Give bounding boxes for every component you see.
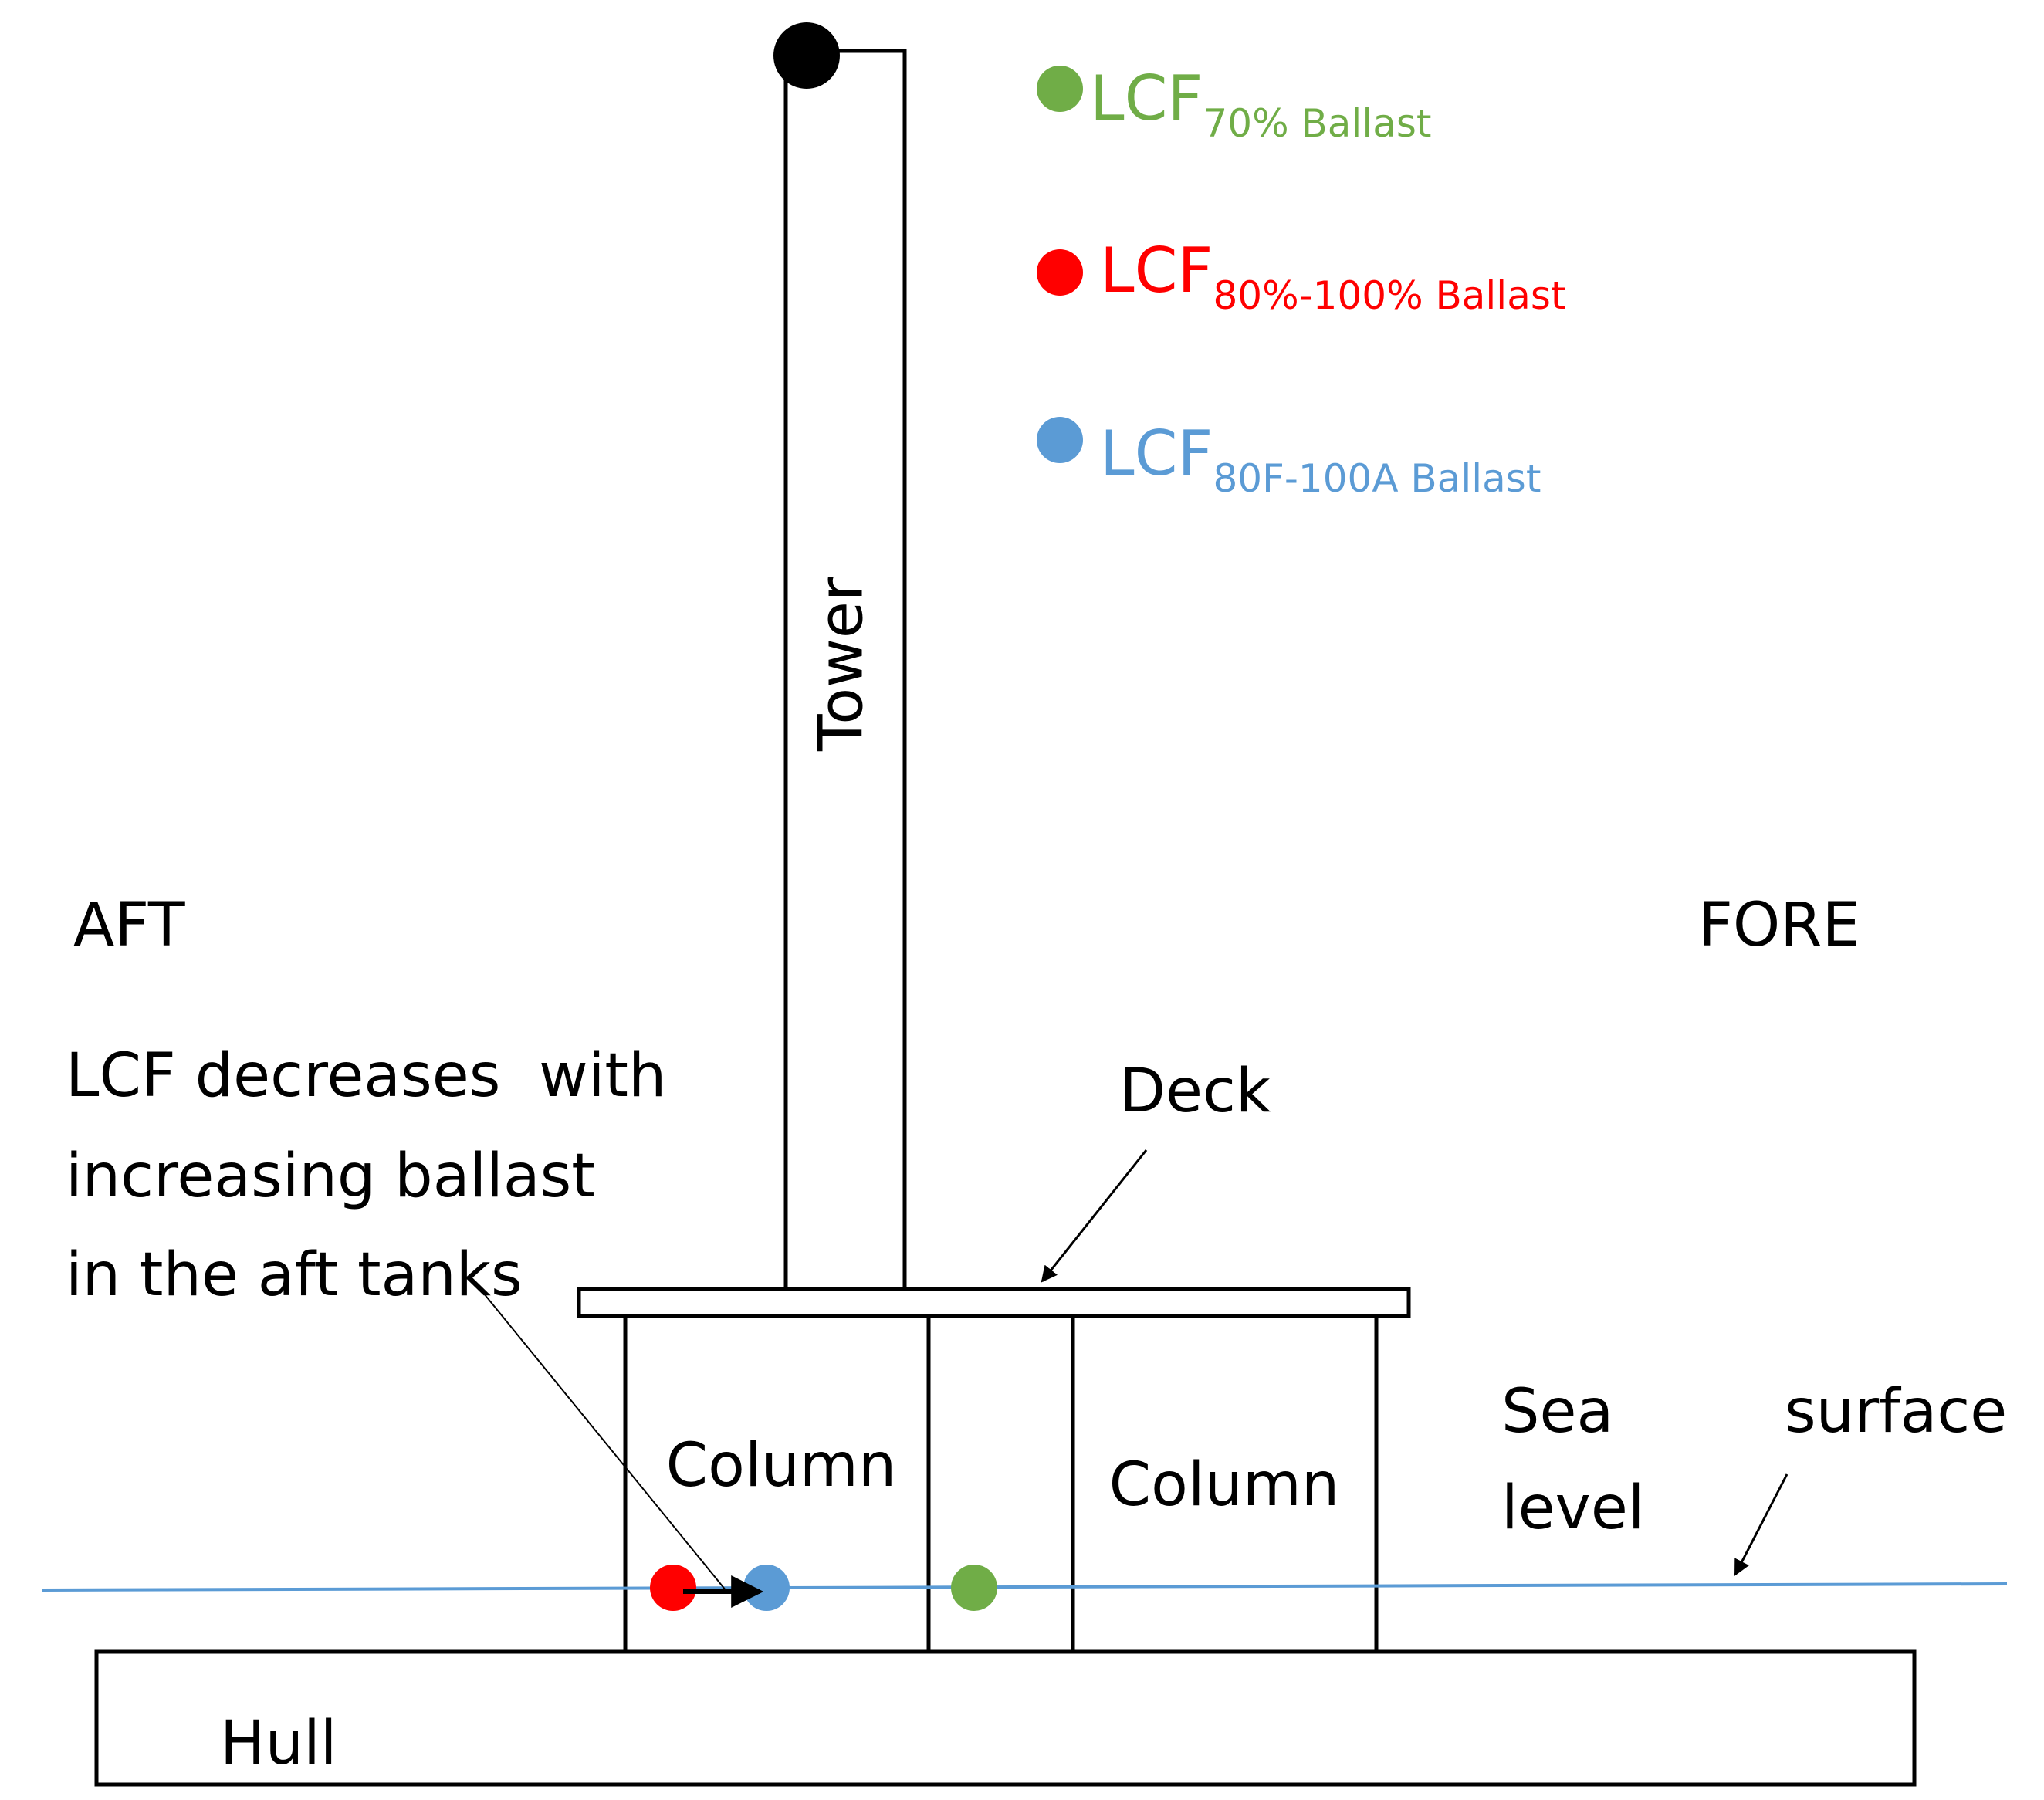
hull-shape [94, 1649, 1917, 1787]
legend-dot-blue [1037, 417, 1083, 463]
nacelle-dot [773, 22, 840, 89]
note-line-3: in the aft tanks [66, 1240, 523, 1310]
note-line-2: increasing ballast [66, 1142, 595, 1211]
legend-item-80f-100a: LCF80F-100A Ballast [1037, 417, 1541, 501]
deck-pointer-arrow [1041, 1149, 1148, 1283]
legend-dot-green [1037, 66, 1083, 112]
note-line-1: LCF decreases with [66, 1041, 666, 1111]
sea-surface-pointer-arrow [1734, 1473, 1788, 1576]
lcf-red-marker [650, 1565, 696, 1611]
legend-base-70: LCF [1090, 63, 1203, 134]
hull-label: Hull [220, 1709, 337, 1778]
left-column-label: Column [666, 1431, 897, 1501]
legend-text-80-100: LCF80%-100% Ballast [1100, 235, 1565, 318]
legend-sub-70: 70% Ballast [1203, 101, 1431, 146]
aft-label: AFT [73, 891, 185, 960]
legend-item-70: LCF70% Ballast [1037, 63, 1432, 146]
legend-sub-80f-100a: 80F-100A Ballast [1213, 456, 1541, 501]
deck-shape [577, 1287, 1411, 1318]
legend-text-70: LCF70% Ballast [1090, 63, 1432, 146]
legend: LCF70% Ballast LCF80%-100% Ballast LCF80… [1037, 63, 1565, 501]
sea-level-line [42, 1582, 2008, 1592]
tower-shape [783, 49, 907, 1291]
legend-text-80f-100a: LCF80F-100A Ballast [1100, 418, 1541, 501]
legend-item-80-100: LCF80%-100% Ballast [1037, 235, 1565, 318]
lcf-green-marker [951, 1565, 997, 1611]
lcf-blue-marker [743, 1565, 790, 1611]
legend-sub-80-100: 80%-100% Ballast [1213, 273, 1565, 318]
surface-label: surface [1785, 1377, 2007, 1446]
legend-dot-red [1037, 249, 1083, 296]
legend-base-80f-100a: LCF [1100, 418, 1213, 489]
tower-label: Tower [807, 576, 876, 752]
legend-base-80-100: LCF [1100, 235, 1213, 306]
deck-label: Deck [1119, 1057, 1271, 1126]
sea-label: Sea [1501, 1377, 1613, 1446]
fore-label: FORE [1698, 891, 1860, 960]
right-column-label: Column [1109, 1450, 1340, 1520]
level-label: level [1501, 1473, 1644, 1543]
note-leader-line [476, 1284, 726, 1591]
